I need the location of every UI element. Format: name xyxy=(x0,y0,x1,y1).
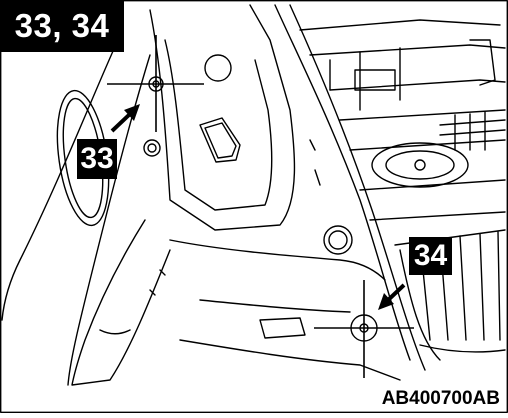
pillar-hole-small-inner xyxy=(147,143,157,153)
floor-line-2 xyxy=(309,44,506,56)
floor-line-1 xyxy=(299,19,501,31)
pillar-slot-inner xyxy=(204,122,237,159)
inner-floor-bracket xyxy=(259,317,306,339)
crosshair-icon xyxy=(314,280,414,378)
callout-label-34: 34 xyxy=(409,237,452,275)
spare-well-center xyxy=(414,159,426,171)
mid-hole-inner xyxy=(328,230,348,250)
inner-floor-edge xyxy=(169,239,386,281)
lower-rib-1 xyxy=(399,249,441,361)
rear-pillar-edge-1 xyxy=(274,4,411,361)
part-code: AB400700AB xyxy=(381,388,500,409)
callout-label-33: 33 xyxy=(77,139,117,179)
quarter-panel xyxy=(71,219,171,386)
floor-hook xyxy=(469,39,496,86)
spare-well-outer xyxy=(371,142,469,188)
mid-hole xyxy=(323,225,353,255)
cross-member-grid xyxy=(439,111,506,151)
floor-line-7 xyxy=(369,211,506,221)
pillar-panel-inner xyxy=(164,39,273,211)
floor-line-3 xyxy=(329,79,506,91)
floor-line-6 xyxy=(359,179,506,191)
lower-panel-bottom xyxy=(419,344,506,353)
crosshair-icon xyxy=(107,35,204,132)
door-edge-outer xyxy=(1,39,119,321)
pillar-panel xyxy=(149,4,296,231)
floor-line-4 xyxy=(339,109,506,121)
inner-floor-line xyxy=(199,299,351,313)
detail-marks xyxy=(149,139,321,296)
pillar-slot xyxy=(199,117,241,163)
pillar-hole-upper xyxy=(204,54,232,82)
pillar-hole-small xyxy=(143,139,161,157)
floor-line-5 xyxy=(349,139,506,151)
inner-floor-line-2 xyxy=(179,339,401,381)
figure-title: 33, 34 xyxy=(0,0,124,52)
rear-pillar-edge-2 xyxy=(289,4,426,371)
pointer-arrow-icon xyxy=(110,104,140,133)
lower-ribs xyxy=(419,231,501,341)
spare-well-inner xyxy=(385,150,455,180)
floor-verticals xyxy=(329,47,401,111)
floor-bracket xyxy=(354,69,396,91)
pointer-arrow-icon xyxy=(378,283,406,310)
quarter-panel-detail xyxy=(99,329,131,335)
